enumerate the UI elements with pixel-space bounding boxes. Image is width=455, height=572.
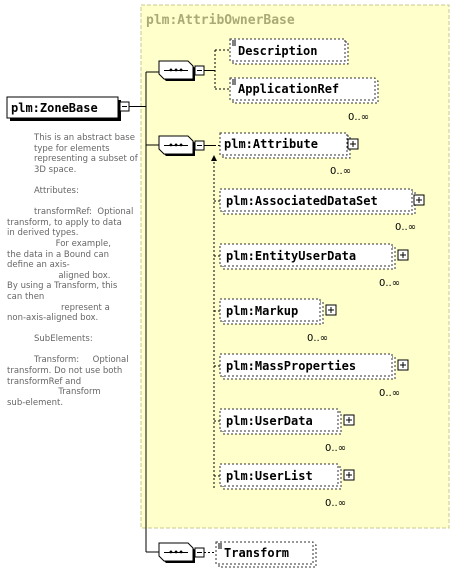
annotation-line: represent a — [7, 302, 110, 313]
annotation-line: can then — [7, 291, 45, 302]
entity-user-data-cardinality: 0..∞ — [379, 278, 400, 289]
annotation-line: in derived types. — [7, 228, 79, 239]
annotation-line: sub-element. — [7, 397, 64, 408]
annotation-line: Attributes: — [7, 185, 79, 196]
sequence-compositor-2[interactable]: ••• — [158, 135, 205, 156]
description-label: Description — [238, 44, 317, 58]
zone-base-annotation: This is an abstract base type for elemen… — [7, 133, 138, 408]
annotation-line — [7, 175, 125, 186]
user-data-element[interactable]: plm:UserData — [219, 408, 355, 435]
annotation-line: aligned box. — [7, 270, 111, 281]
attribute-cardinality: 0..∞ — [330, 166, 351, 177]
mass-properties-label: plm:MassProperties — [226, 359, 356, 373]
user-data-label: plm:UserData — [226, 414, 313, 428]
attrib-owner-base-label: plm:AttribOwnerBase — [146, 13, 295, 28]
annotation-line — [7, 197, 125, 208]
annotation-line — [7, 345, 125, 356]
application-ref-element[interactable]: ApplicationRef — [229, 77, 379, 104]
annotation-line: transform, to apply to data — [7, 217, 122, 228]
annotation-line — [7, 324, 125, 335]
markup-cardinality: 0..∞ — [307, 333, 328, 344]
annotation-line: Transform: Optional — [7, 355, 129, 366]
sequence-compositor-3[interactable]: ••• — [158, 542, 205, 563]
associated-data-set-label: plm:AssociatedDataSet — [226, 194, 378, 208]
user-data-cardinality: 0..∞ — [325, 443, 346, 454]
annotation-line: SubElements: — [7, 334, 93, 345]
entity-user-data-label: plm:EntityUserData — [226, 249, 356, 263]
sequence-dots-2: ••• — [168, 141, 183, 150]
user-list-cardinality: 0..∞ — [325, 498, 346, 509]
entity-user-data-element[interactable]: plm:EntityUserData — [219, 243, 409, 270]
annotation-line: transformRef: Optional — [7, 207, 134, 218]
associated-data-set-element[interactable]: plm:AssociatedDataSet — [219, 188, 425, 215]
annotation-line: define an axis- — [7, 260, 70, 271]
annotation-line: 3D space. — [7, 164, 77, 175]
associated-data-set-cardinality: 0..∞ — [395, 222, 416, 233]
sequence-compositor-1[interactable]: ••• — [158, 60, 205, 81]
annotation-line: type for elements — [7, 143, 110, 154]
annotation-line: By using a Transform, this — [7, 281, 118, 292]
annotation-line: transform. Do not use both — [7, 366, 123, 377]
annotation-line: transformRef and — [7, 376, 82, 387]
annotation-line: non-axis-aligned box. — [7, 313, 99, 324]
zone-base-label: plm:ZoneBase — [11, 101, 98, 115]
annotation-line: This is an abstract base — [7, 133, 135, 143]
description-element[interactable]: Description — [229, 38, 349, 65]
mass-properties-element[interactable]: plm:MassProperties — [219, 353, 409, 380]
attribute-element[interactable]: plm:Attribute — [219, 132, 359, 159]
mass-properties-cardinality: 0..∞ — [379, 388, 400, 399]
markup-label: plm:Markup — [226, 304, 298, 318]
annotation-line: the data in a Bound can — [7, 249, 110, 260]
sequence-dots-3: ••• — [168, 548, 183, 557]
zone-base-element[interactable]: plm:ZoneBase — [6, 96, 130, 121]
user-list-element[interactable]: plm:UserList — [219, 463, 355, 490]
attribute-label: plm:Attribute — [224, 137, 318, 151]
transform-label: Transform — [224, 546, 289, 560]
annotation-line: For example, — [7, 238, 111, 249]
annotation-line: representing a subset of — [7, 154, 138, 165]
sequence-dots-1: ••• — [168, 66, 183, 75]
user-list-label: plm:UserList — [226, 469, 313, 483]
application-ref-cardinality: 0..∞ — [348, 112, 369, 123]
application-ref-label: ApplicationRef — [238, 82, 339, 96]
transform-element[interactable]: Transform — [215, 541, 317, 568]
annotation-line: Transform — [7, 387, 101, 398]
markup-element[interactable]: plm:Markup — [219, 298, 337, 325]
